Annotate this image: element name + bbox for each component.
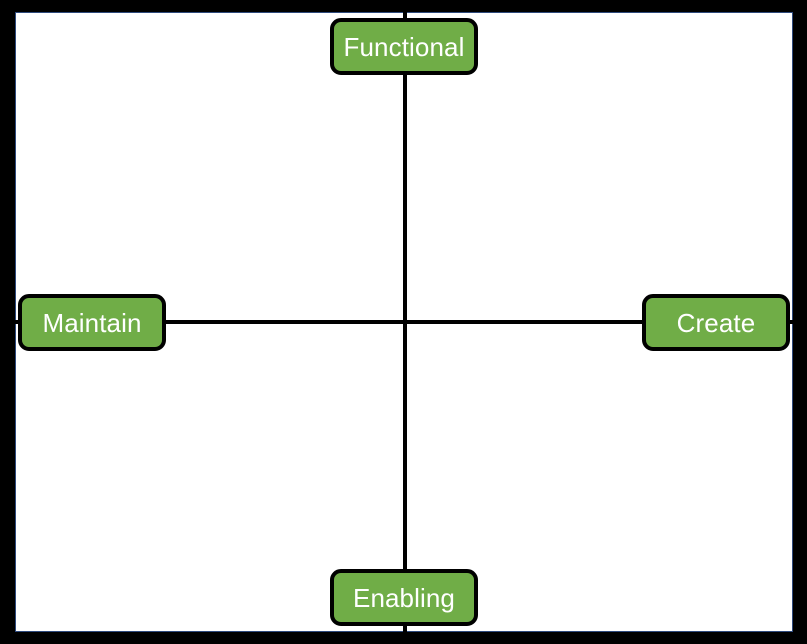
node-enabling-label: Enabling <box>353 582 455 613</box>
node-maintain-label: Maintain <box>42 307 142 338</box>
node-functional[interactable]: Functional <box>330 18 478 75</box>
node-create-label: Create <box>676 307 756 338</box>
horizontal-axis-line <box>15 320 793 324</box>
node-create[interactable]: Create <box>642 294 790 351</box>
node-maintain[interactable]: Maintain <box>18 294 166 351</box>
node-functional-label: Functional <box>343 31 465 62</box>
node-enabling[interactable]: Enabling <box>330 569 478 626</box>
